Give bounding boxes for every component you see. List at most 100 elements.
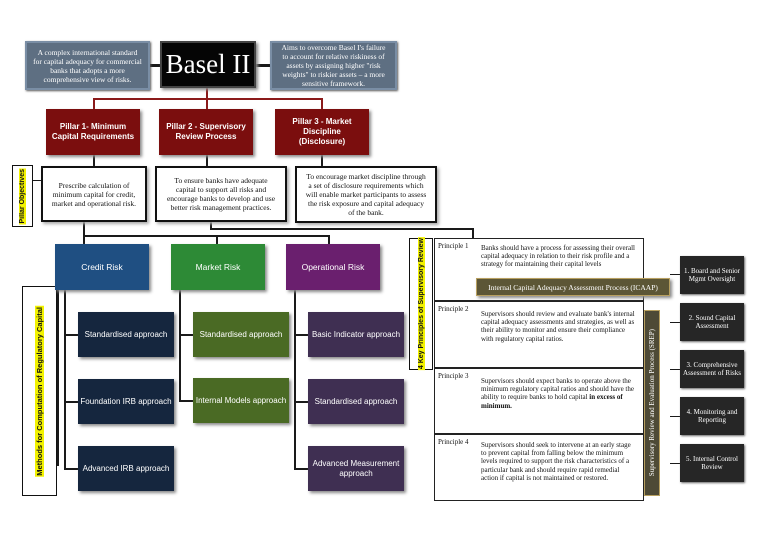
approach-label: Advanced Measurement approach xyxy=(312,458,400,478)
review-step-label: 1. Board and Senior Mgmt Oversight xyxy=(684,266,740,284)
methods-label: Methods for Computation of Regulatory Ca… xyxy=(22,286,57,496)
pillar-1-label: Pillar 1- Minimum Capital Requirements xyxy=(51,122,135,141)
review-step-5: 5. Internal Control Review xyxy=(680,444,744,482)
credit-foundation-irb-approach: Foundation IRB approach xyxy=(78,379,174,424)
connector xyxy=(670,416,680,417)
methods-label-text: Methods for Computation of Regulatory Ca… xyxy=(35,305,44,477)
key-principles-text: 4 Key Principles of Supervisory Review xyxy=(417,237,425,371)
pillar-2-box: Pillar 2 - Supervisory Review Process xyxy=(159,109,253,155)
operational-risk-label: Operational Risk xyxy=(301,262,365,272)
connector xyxy=(83,235,329,237)
connector xyxy=(83,235,85,244)
market-standardised-approach: Standardised approach xyxy=(193,312,289,357)
connector xyxy=(670,322,680,323)
operational-risk-box: Operational Risk xyxy=(286,244,380,290)
market-risk-box: Market Risk xyxy=(171,244,265,290)
connector xyxy=(210,222,212,230)
pillar-1-box: Pillar 1- Minimum Capital Requirements xyxy=(46,109,140,155)
connector xyxy=(93,98,95,109)
pillar-2-label: Pillar 2 - Supervisory Review Process xyxy=(166,122,246,141)
approach-label: Standardised approach xyxy=(199,329,283,339)
principle-4-label: Principle 4 xyxy=(438,438,469,446)
principle-2-label: Principle 2 xyxy=(438,305,469,313)
review-step-label: 4. Monitoring and Reporting xyxy=(686,407,738,425)
credit-standardised-approach: Standardised approach xyxy=(78,312,174,357)
connector xyxy=(179,334,193,336)
approach-label: Advanced IRB approach xyxy=(82,463,170,473)
connector xyxy=(670,463,680,464)
pillar-2-objective-text: To ensure banks have adequate capital to… xyxy=(166,176,276,212)
basel-definition-text: A complex international standard for cap… xyxy=(33,47,142,84)
key-principles-label: 4 Key Principles of Supervisory Review xyxy=(409,237,433,371)
principle-3-label: Principle 3 xyxy=(438,372,469,380)
pillar-1-objective: Prescribe calculation of minimum capital… xyxy=(41,166,147,222)
review-step-4: 4. Monitoring and Reporting xyxy=(680,397,744,435)
connector xyxy=(179,400,193,402)
approach-label: Standardised approach xyxy=(84,329,168,339)
srep-box: Supervisory Review and Evaluation Proces… xyxy=(644,310,660,496)
operational-standardised-approach: Standardised approach xyxy=(308,379,404,424)
principle-4-text: Supervisors should seek to intervene at … xyxy=(481,441,631,482)
pillar-3-objective: To encourage market discipline through a… xyxy=(295,166,437,223)
approach-label: Internal Models approach xyxy=(195,395,287,405)
connector xyxy=(210,228,474,230)
pillar-3-objective-text: To encourage market discipline through a… xyxy=(305,172,427,217)
connector xyxy=(321,98,323,109)
connector xyxy=(179,290,181,402)
basel-aim-box: Aims to overcome Basel I's failure to ac… xyxy=(270,41,397,90)
principle-3-emphasis: in excess of minimum. xyxy=(481,393,623,410)
operational-basic-indicator-approach: Basic Indicator approach xyxy=(308,312,404,357)
pillar-objectives-text: Pillar Objectives xyxy=(19,167,26,225)
credit-risk-label: Credit Risk xyxy=(81,262,123,272)
connector xyxy=(206,155,208,166)
connector xyxy=(33,180,41,181)
connector xyxy=(256,64,270,67)
approach-label: Standardised approach xyxy=(314,396,398,406)
principle-1-text: Banks should have a process for assessin… xyxy=(481,244,635,269)
connector xyxy=(57,286,59,466)
review-step-2: 2. Sound Capital Assessment xyxy=(680,303,744,341)
page-title: Basel II xyxy=(165,49,251,79)
basel-title: Basel II xyxy=(160,41,256,88)
principle-3: Principle 3 Supervisors should expect ba… xyxy=(434,368,644,434)
connector xyxy=(93,155,95,166)
connector xyxy=(328,235,330,244)
connector xyxy=(472,228,474,238)
principle-2-text: Supervisors should review and evaluate b… xyxy=(481,310,635,343)
connector xyxy=(64,468,78,470)
pillar-2-objective: To ensure banks have adequate capital to… xyxy=(155,166,287,222)
basel-aim-text: Aims to overcome Basel I's failure to ac… xyxy=(281,43,386,88)
basel-definition-box: A complex international standard for cap… xyxy=(25,41,150,90)
operational-advanced-measurement-approach: Advanced Measurement approach xyxy=(308,446,404,491)
principle-1-label: Principle 1 xyxy=(438,242,469,250)
connector xyxy=(670,369,680,370)
review-step-1: 1. Board and Senior Mgmt Oversight xyxy=(680,256,744,294)
pillar-3-label: Pillar 3 - Market Discipline (Disclosure… xyxy=(292,117,352,146)
connector xyxy=(670,274,680,275)
icaap-box: Internal Capital Adequacy Assessment Pro… xyxy=(476,278,670,296)
credit-risk-box: Credit Risk xyxy=(55,244,149,290)
connector xyxy=(294,401,308,403)
review-step-3: 3. Comprehensive Assessment of Risks xyxy=(680,350,744,388)
principle-2: Principle 2 Supervisors should review an… xyxy=(434,301,644,368)
connector xyxy=(83,222,85,236)
review-step-label: 3. Comprehensive Assessment of Risks xyxy=(683,360,741,378)
approach-label: Basic Indicator approach xyxy=(311,329,401,339)
connector xyxy=(64,290,66,470)
credit-advanced-irb-approach: Advanced IRB approach xyxy=(78,446,174,491)
review-step-label: 2. Sound Capital Assessment xyxy=(688,313,736,331)
connector xyxy=(64,401,78,403)
connector xyxy=(93,98,323,100)
pillar-objectives-label: Pillar Objectives xyxy=(12,165,33,227)
icaap-label: Internal Capital Adequacy Assessment Pro… xyxy=(488,282,658,292)
connector xyxy=(294,290,296,470)
review-step-label: 5. Internal Control Review xyxy=(686,454,738,472)
connector xyxy=(64,334,78,336)
connector xyxy=(294,468,308,470)
pillar-3-box: Pillar 3 - Market Discipline (Disclosure… xyxy=(275,109,369,155)
connector xyxy=(321,155,323,166)
approach-label: Foundation IRB approach xyxy=(80,396,172,406)
market-risk-label: Market Risk xyxy=(195,262,241,272)
principle-4: Principle 4 Supervisors should seek to i… xyxy=(434,434,644,501)
connector xyxy=(216,235,218,244)
